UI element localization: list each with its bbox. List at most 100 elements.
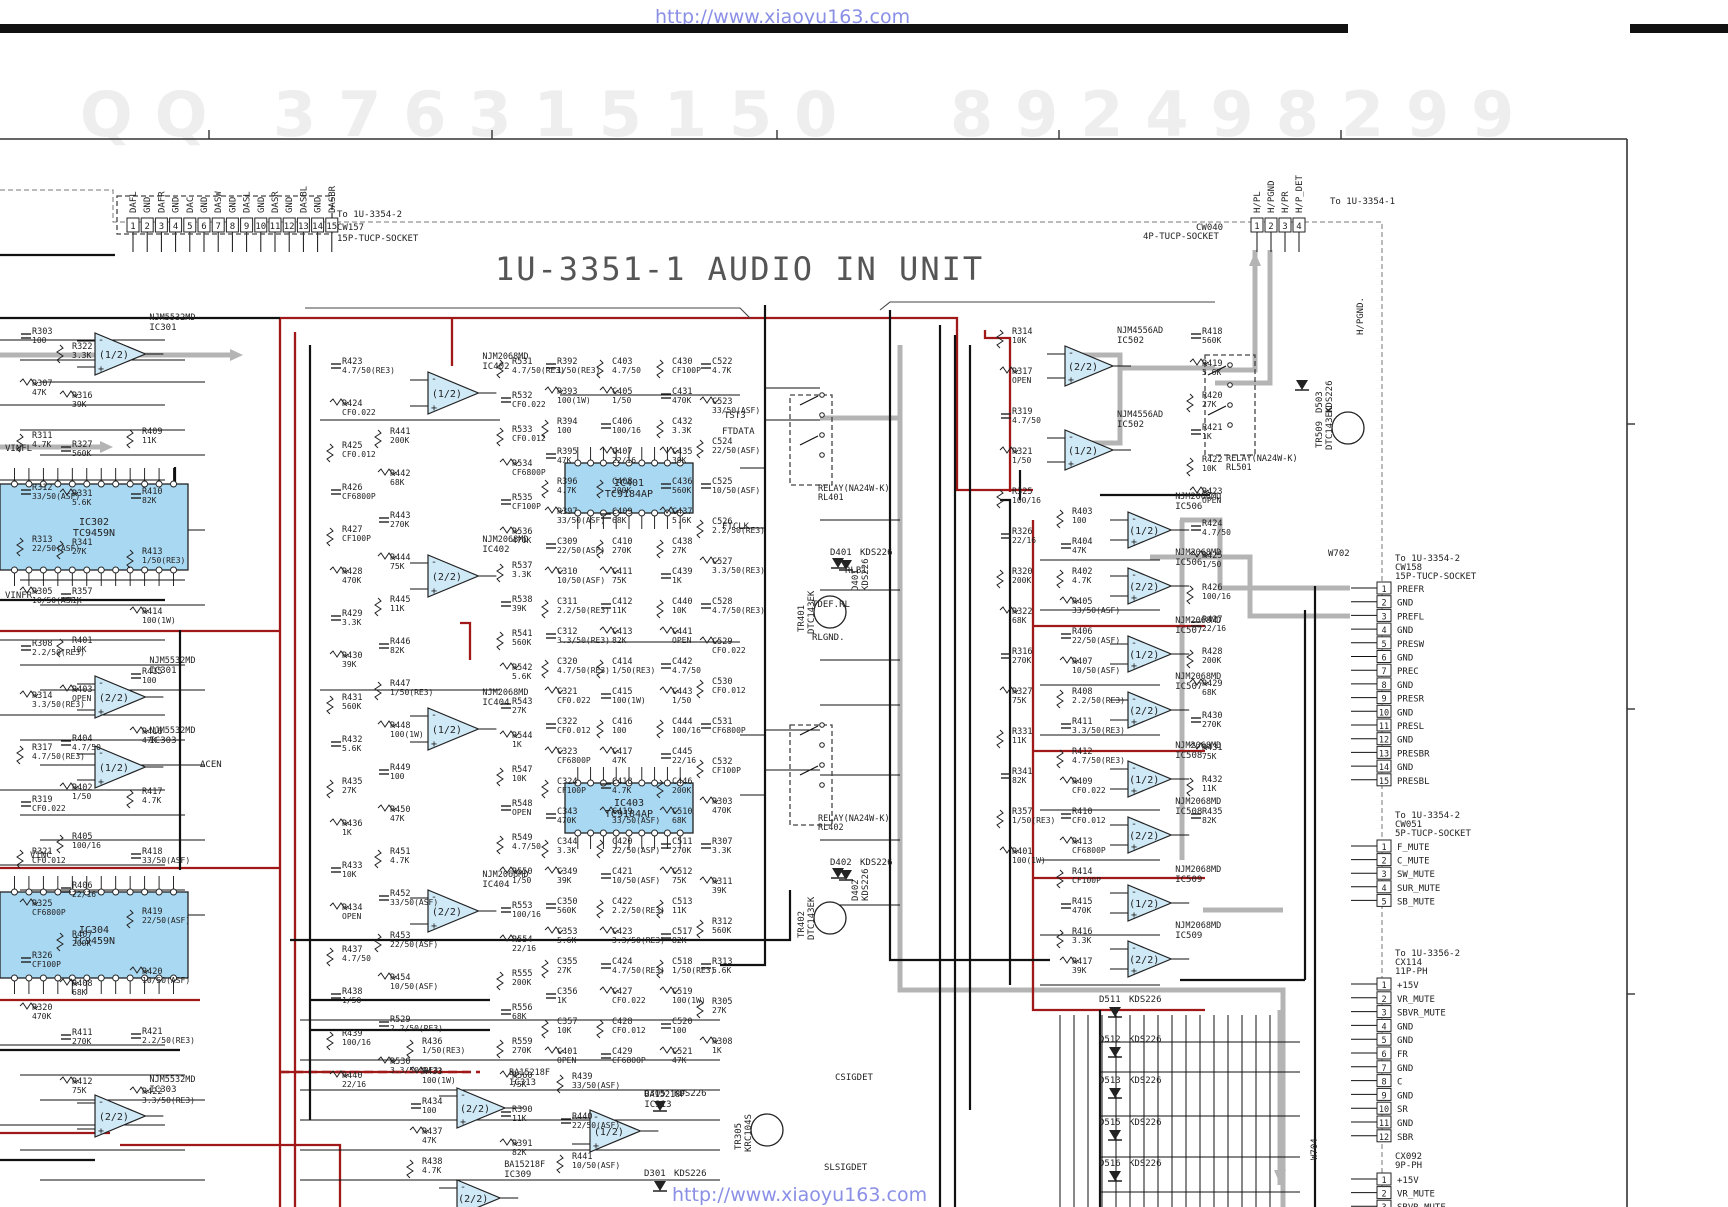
signal-label: RLGND. [812, 633, 845, 643]
component-ref: R415 [1072, 897, 1092, 907]
transistor-ref: TR305 [734, 1123, 744, 1150]
component-ref: R439 [342, 1029, 362, 1039]
connector-pin [183, 217, 197, 233]
red-power-trace-layer [0, 316, 1205, 1207]
resistor-symbol [374, 681, 382, 701]
opamp-input-minus: - [460, 1090, 466, 1101]
component-ref: C527 [712, 557, 732, 567]
component-ref: R319 [1012, 407, 1032, 417]
component-value: 1/50 [1012, 456, 1031, 465]
connector-pin-label: PRESL [1397, 722, 1424, 732]
connector-pin [1376, 704, 1392, 718]
component-ref: R401 [1012, 847, 1032, 857]
component-ref: R406 [72, 881, 92, 891]
relay-terminal [1227, 422, 1233, 428]
opamp-input-minus: - [1131, 819, 1137, 830]
ic-pin [97, 566, 105, 574]
ic-pin [612, 459, 620, 467]
url-watermark-bottom: http://www.xiaoyu163.com [672, 1184, 928, 1206]
component-ref: R305 [712, 997, 732, 1007]
connector-pin-label: H/P_DET [1295, 174, 1305, 213]
component-value: 4.7/50(RE3) [32, 752, 85, 761]
component-value: 100/16 [342, 1038, 371, 1047]
component-ref: R554 [512, 935, 532, 945]
transistor-part: DTC143EK [1325, 406, 1335, 450]
resistor-symbol [19, 586, 39, 594]
opamp-symbol [1064, 429, 1115, 471]
component-ref: R446 [390, 637, 410, 647]
component-value: 10K [512, 774, 527, 783]
component-ref: C418 [612, 777, 632, 787]
dashed-block [789, 724, 833, 826]
connector-pin [1376, 663, 1392, 677]
connector-type: 5P-TUCP-SOCKET [1395, 829, 1471, 839]
connector-pin-number: 10 [1379, 708, 1389, 718]
connector-pin-number: 12 [284, 222, 295, 232]
component-value: 4.7/50 [1012, 416, 1041, 425]
resistor-symbol [996, 489, 1004, 509]
ic-part: TC9184AP [605, 489, 653, 500]
opamp-input-plus: + [431, 403, 437, 414]
resistor-symbol [696, 519, 704, 539]
diode-part: KDS226 [1129, 995, 1162, 1005]
ic-pin [97, 888, 105, 896]
connector-pin [325, 217, 339, 233]
component-value: CF0.022 [512, 400, 546, 409]
component-ref: R313 [32, 535, 52, 545]
component-value: 2.2/50(RE3) [1072, 696, 1125, 705]
label-layer: 1U-3351-1 AUDIO IN UNIT1DAFL2GND3DAFR4GN… [5, 174, 1477, 1207]
component-ref: C416 [612, 717, 632, 727]
component-ref: R533 [512, 425, 532, 435]
diode-ref: D516 [1099, 1159, 1121, 1169]
top-border-bar [0, 24, 1348, 33]
ic-pin [83, 888, 91, 896]
component-value: CF100P [712, 766, 741, 775]
component-ref: C413 [612, 627, 632, 637]
component-value: 4.7/50 [72, 743, 101, 752]
opamp-input-minus: - [1131, 638, 1137, 649]
opamp-ref: IC507 [1175, 626, 1202, 636]
ic-pin [651, 459, 659, 467]
connector-pin-label: FR [1397, 1050, 1408, 1060]
component-value: 27K [557, 966, 572, 975]
component-ref: R410 [1072, 807, 1092, 817]
component-value: 75K [72, 1086, 87, 1095]
connector-pin-label: SUR_MUTE [1397, 884, 1440, 894]
component-value: 22/50(ASF) [1072, 636, 1120, 645]
ic-part: TC9459N [73, 528, 115, 539]
opamp-unit: (2/2) [1129, 831, 1159, 842]
component-value: OPEN [1012, 376, 1031, 385]
component-ref: R408 [72, 979, 92, 989]
connector-pin-label: DASBL [299, 186, 309, 213]
resistor-symbol [996, 329, 1004, 349]
opamp-symbol [589, 1109, 642, 1153]
resistor-symbol [129, 606, 149, 614]
component-ref: R314 [32, 691, 52, 701]
connector-pin-number: 4 [1381, 626, 1386, 636]
component-value: 4.7/50(RE3) [557, 666, 610, 675]
component-value: 4.7K [557, 486, 576, 495]
component-ref: R331 [1012, 727, 1032, 737]
component-ref: R321 [1012, 447, 1032, 457]
component-value: 27K [672, 546, 687, 555]
component-value: 33/50(ASF) [612, 816, 660, 825]
opamp-input-plus: + [1131, 786, 1137, 797]
resistor-symbol [599, 386, 619, 394]
component-ref: R532 [512, 391, 532, 401]
component-value: 22/50(ASF) [612, 846, 660, 855]
resistor-symbol [1059, 836, 1079, 844]
opamp-part: NJM2068MD [1175, 921, 1221, 931]
connector-pin [1376, 1101, 1392, 1115]
resistor-symbol [1059, 956, 1079, 964]
resistor-symbol [1056, 929, 1064, 949]
resistor-symbol [1059, 776, 1079, 784]
opamp-input-plus: + [431, 921, 437, 932]
ic-pin [625, 779, 633, 787]
component-value: 75K [1202, 752, 1217, 761]
opamp-part: NJM2068MD [1175, 492, 1221, 502]
component-value: 1/50 [1202, 560, 1221, 569]
ic-pin [663, 829, 671, 837]
opamp-symbol [456, 1179, 502, 1207]
connector-pin-label: GND [1397, 736, 1413, 746]
resistor-symbol [1186, 777, 1194, 797]
